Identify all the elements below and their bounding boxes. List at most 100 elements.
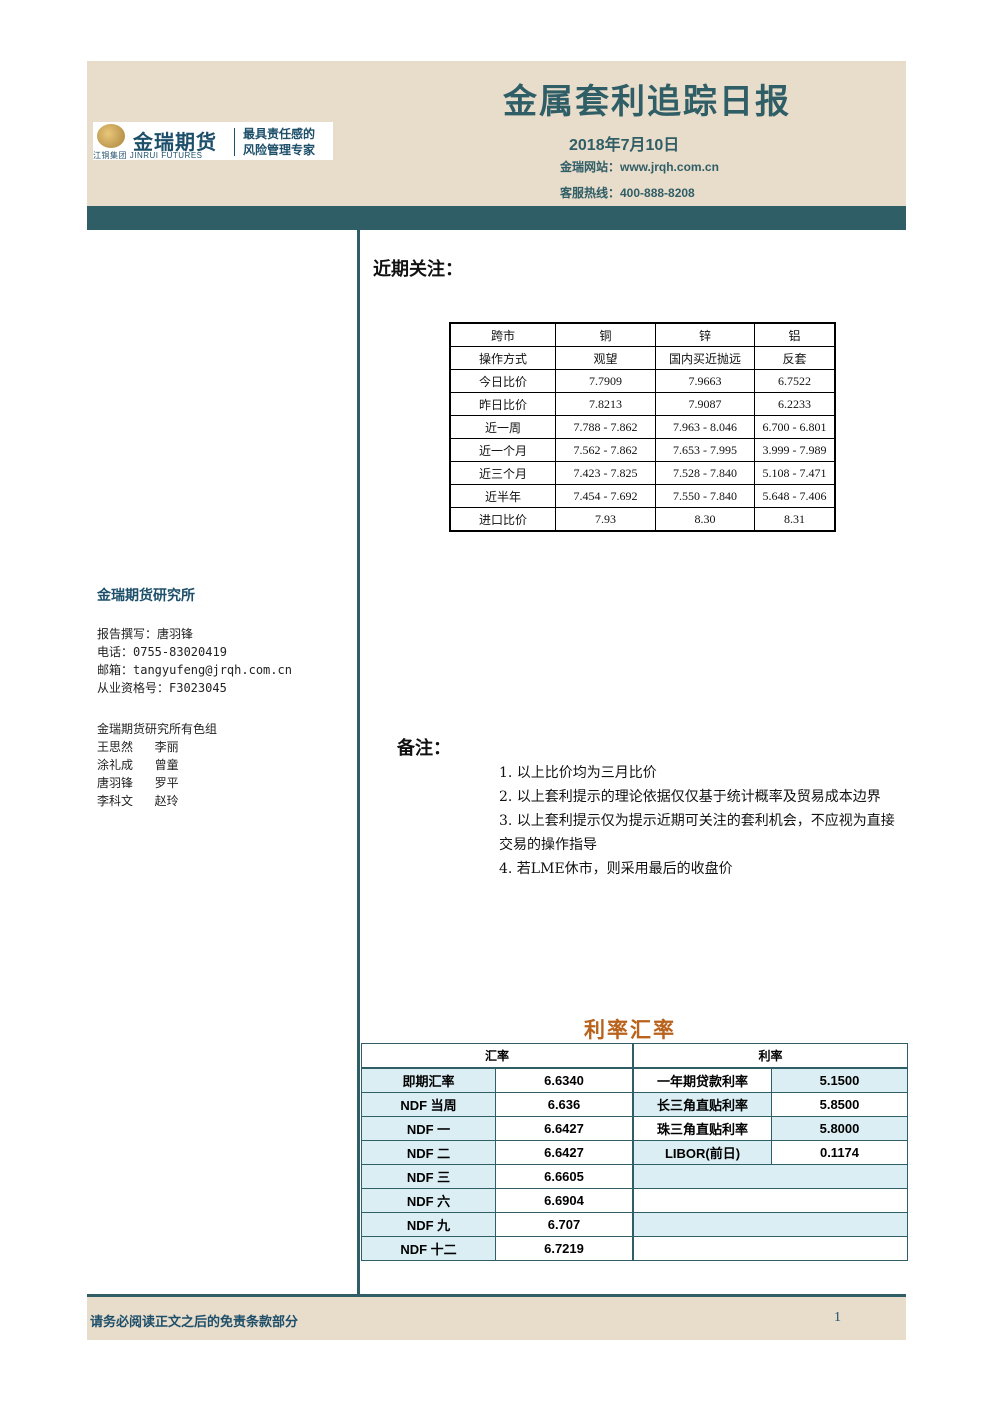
notes-list: 1. 以上比价均为三月比价 2. 以上套利提示的理论依据仅仅基于统计概率及贸易成… [499,761,903,881]
logo-slogan-line-2: 风险管理专家 [243,143,316,157]
logo-slogan: 最具责任感的 风险管理专家 [243,126,315,158]
note-item: 1. 以上比价均为三月比价 [499,765,657,781]
notes-title: 备注： [397,738,451,759]
table-cell: 进口比价 [449,507,556,532]
table-cell: 7.963 - 8.046 [655,415,755,439]
table-row: NDF 六 6.6904 [361,1188,908,1213]
table-cell: 8.31 [754,507,836,532]
phone: 电话：0755-83020419 [97,645,227,659]
team-name: 金瑞期货研究所有色组 [97,722,218,736]
empty-cell [632,1212,908,1237]
note-item: 2. 以上套利提示的理论依据仅仅基于统计概率及贸易成本边界 [499,789,881,805]
table-cell: 8.30 [655,507,755,532]
report-title: 金属套利追踪日报 [503,83,791,121]
author: 报告撰写：唐羽锋 [97,627,194,641]
table-cell: 3.999 - 7.989 [754,438,836,462]
column-divider [357,230,360,1295]
table-cell: 锌 [655,322,755,347]
fx-value: 6.7219 [495,1236,634,1261]
team-member-row: 王思然 李丽 [97,740,179,754]
ir-value: 5.8000 [771,1116,908,1141]
empty-cell [632,1188,908,1213]
license-number: 从业资格号：F3023045 [97,681,227,695]
table-row: NDF 九 6.707 [361,1212,908,1237]
fx-value: 6.6427 [495,1140,634,1165]
fx-value: 6.707 [495,1212,634,1237]
table-cell: 7.9087 [655,392,755,416]
rates-table: 汇率 利率 即期汇率 6.6340 一年期贷款利率 5.1500 NDF 当周 … [361,1043,908,1261]
fx-label: 即期汇率 [361,1067,496,1093]
table-cell: 7.788 - 7.862 [555,415,656,439]
fx-label: NDF 九 [361,1212,496,1237]
fx-header: 汇率 [361,1043,634,1069]
ir-label: 一年期贷款利率 [632,1067,772,1093]
table-cell: 7.528 - 7.840 [655,461,755,485]
team-info: 金瑞期货研究所有色组王思然 李丽涂礼成 曾童唐羽锋 罗平李科文 赵玲 [97,720,217,810]
table-cell: 近半年 [449,484,556,508]
table-row: NDF 三 6.6605 [361,1164,908,1189]
table-cell: 近三个月 [449,461,556,485]
team-member-row: 李科文 赵玲 [97,794,179,808]
disclaimer-notice: 请务必阅读正文之后的免责条款部分 [90,1314,299,1329]
table-cell: 今日比价 [449,369,556,393]
table-cell: 6.7522 [754,369,836,393]
ir-label: 珠三角直贴利率 [632,1116,772,1141]
fx-label: NDF 二 [361,1140,496,1165]
fx-value: 6.6340 [495,1067,634,1093]
table-cell: 6.700 - 6.801 [754,415,836,439]
fx-label: NDF 三 [361,1164,496,1189]
table-cell: 6.2233 [754,392,836,416]
rates-title: 利率汇率 [584,1017,676,1042]
empty-cell [632,1236,908,1261]
fx-label: NDF 当周 [361,1092,496,1117]
logo-slogan-line-1: 最具责任感的 [243,127,316,141]
note-item: 3. 以上套利提示仅为提示近期可关注的套利机会，不应视为直接交易的操作指导 [499,813,895,853]
table-cell: 近一个月 [449,438,556,462]
page-number: 1 [834,1310,841,1325]
table-row: NDF 当周 6.636 长三角直贴利率 5.8500 [361,1092,908,1117]
ir-label: 长三角直贴利率 [632,1092,772,1117]
table-cell: 观望 [555,346,656,370]
ir-value: 5.8500 [771,1092,908,1117]
table-cell: 铝 [754,322,836,347]
table-header-row: 汇率 利率 [361,1043,908,1069]
fx-label: NDF 六 [361,1188,496,1213]
footer-divider [87,1294,906,1297]
table-row: 即期汇率 6.6340 一年期贷款利率 5.1500 [361,1067,908,1093]
logo-divider [234,128,235,156]
table-cell: 昨日比价 [449,392,556,416]
logo-emblem-icon [97,124,125,148]
table-row: NDF 十二 6.7219 [361,1236,908,1261]
table-cell: 7.550 - 7.840 [655,484,755,508]
table-cell: 5.648 - 7.406 [754,484,836,508]
table-cell: 7.93 [555,507,656,532]
footer [87,1297,906,1340]
website-link[interactable]: 金瑞网站：www.jrqh.com.cn [560,160,719,174]
team-member-row: 涂礼成 曾童 [97,758,179,772]
author-info: 报告撰写：唐羽锋电话：0755-83020419 邮箱：tangyufeng@jr… [97,625,292,697]
ir-value: 5.1500 [771,1067,908,1093]
table-cell: 近一周 [449,415,556,439]
table-row: NDF 二 6.6427 LIBOR(前日) 0.1174 [361,1140,908,1165]
ir-value: 0.1174 [771,1140,908,1165]
table-cell: 跨市 [449,322,556,347]
note-item: 4. 若LME休市，则采用最后的收盘价 [499,861,733,877]
table-cell: 国内买近抛远 [655,346,755,370]
fx-value: 6.6605 [495,1164,634,1189]
fx-label: NDF 十二 [361,1236,496,1261]
org-name: 金瑞期货研究所 [97,587,195,603]
email-link[interactable]: 邮箱：tangyufeng@jrqh.com.cn [97,663,292,677]
table-cell: 7.7909 [555,369,656,393]
fx-value: 6.6904 [495,1188,634,1213]
table-cell: 7.8213 [555,392,656,416]
table-cell: 5.108 - 7.471 [754,461,836,485]
hotline: 客服热线：400-888-8208 [560,186,695,200]
report-date: 2018年7月10日 [569,137,680,154]
table-cell: 7.423 - 7.825 [555,461,656,485]
